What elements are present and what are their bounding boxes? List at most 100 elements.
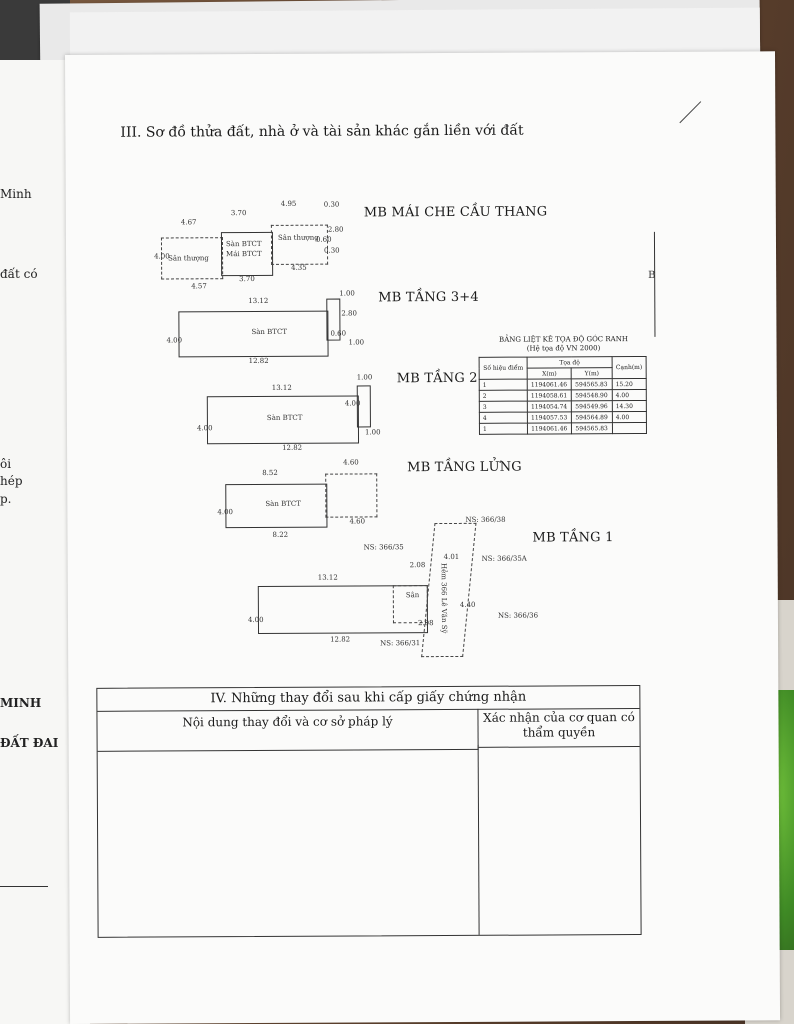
- dim: 4.01: [443, 552, 460, 562]
- neighbor-label: NS: 366/36: [497, 611, 539, 620]
- coord-header: Số hiệu điểm: [479, 357, 528, 380]
- dim: 2.80: [327, 225, 344, 234]
- edge-text-2: đất có: [0, 267, 38, 281]
- cell: 1194061.46: [527, 422, 572, 435]
- dim: 4.35: [291, 263, 307, 272]
- area-label: Sàn BTCT: [251, 327, 288, 337]
- cell: 1194061.46: [527, 378, 572, 391]
- table-row: 2 1194058.61 594548.90 4.00: [479, 389, 647, 402]
- coord-subheader: X(m): [527, 367, 572, 380]
- neighbor-label: NS: 366/35A: [481, 554, 527, 563]
- cell: 594565.83: [571, 422, 613, 434]
- cell: 1194057.53: [527, 411, 572, 424]
- dim: 4.95: [280, 199, 297, 208]
- edge-text-5: p.: [0, 492, 12, 506]
- dim: 1.00: [364, 428, 381, 437]
- coord-header: Cạnh(m): [611, 356, 647, 379]
- area-label: Sàn BTCT: [225, 239, 262, 249]
- dim: 4.00: [217, 508, 234, 517]
- dim: 12.82: [248, 356, 269, 366]
- dim: 3.70: [230, 209, 247, 218]
- area-label: Mái BTCT: [226, 249, 262, 259]
- plan-label-roof: MB MÁI CHE CẦU THANG: [363, 204, 548, 221]
- dim: 4.00: [247, 615, 264, 625]
- pen-mark: [679, 101, 702, 124]
- coord-table: Số hiệu điểm Tọa độ Cạnh(m) X(m) Y(m) 1 …: [479, 356, 647, 435]
- cell: 594549.96: [571, 400, 613, 412]
- cell: 4.00: [612, 411, 647, 423]
- dim: 4.60: [349, 517, 366, 526]
- dim: 8.52: [262, 468, 278, 477]
- table-row: 1 1194061.46 594565.83: [479, 422, 647, 435]
- dim: 8.22: [272, 530, 289, 539]
- area-label: Sân thượng: [168, 254, 209, 263]
- neighbor-label: NS: 366/38: [465, 515, 506, 524]
- neighbor-label: NS: 366/35: [363, 543, 404, 552]
- coord-table-subtitle: (Hệ tọa độ VN 2000): [526, 344, 601, 353]
- certificate-page: III. Sơ đồ thửa đất, nhà ở và tài sản kh…: [65, 51, 781, 1024]
- cell: 15.20: [612, 378, 647, 390]
- cell: [612, 422, 647, 434]
- dim: 13.12: [248, 296, 269, 306]
- dim: 12.82: [330, 635, 351, 644]
- area-label: Sàn BTCT: [266, 413, 303, 422]
- dim: 2.80: [341, 309, 357, 318]
- area-label: Sân thượng: [277, 233, 319, 242]
- cell: 1: [479, 423, 528, 435]
- area-label: Sân: [405, 591, 420, 600]
- dim: 4.67: [180, 218, 197, 227]
- dim: 13.12: [317, 573, 338, 582]
- roof-terrace-right: [270, 224, 329, 265]
- edge-text-7: ĐẤT ĐAI: [0, 736, 59, 750]
- dim: 13.12: [271, 383, 292, 392]
- dim: 2.08: [409, 561, 426, 570]
- cell: 4: [479, 412, 528, 424]
- cell: 1: [479, 379, 528, 391]
- dim: 2.08: [417, 619, 434, 628]
- edge-text-6: MINH: [0, 696, 42, 710]
- plan-label-mezzanine: MB TẦNG LỬNG: [407, 459, 522, 476]
- edge-line: [0, 886, 48, 887]
- cell: 594565.83: [571, 378, 613, 390]
- cell: 594564.89: [571, 411, 613, 423]
- table-row: 3 1194054.74 594549.96 14.30: [479, 400, 647, 413]
- coord-header: Tọa độ: [527, 356, 613, 369]
- cell: 4.00: [612, 389, 647, 401]
- alley-label: Hẻm 366 Lê Văn Sỹ: [439, 563, 449, 634]
- dim: 12.82: [282, 443, 303, 452]
- dim: 0.30: [324, 246, 340, 255]
- cell: 1194054.74: [527, 400, 572, 413]
- north-label: B: [648, 269, 656, 281]
- area-label: Sàn BTCT: [265, 499, 301, 508]
- section3-title: III. Sơ đồ thửa đất, nhà ở và tài sản kh…: [120, 122, 524, 141]
- dim: 3.70: [239, 275, 255, 284]
- dim: 0.30: [323, 200, 340, 209]
- alley-outline: [421, 522, 477, 658]
- north-arrow: [653, 231, 656, 337]
- edge-text-1: Minh: [0, 187, 32, 201]
- plan-label-floor34: MB TẦNG 3+4: [378, 289, 479, 306]
- edge-text-4: hép: [0, 474, 23, 488]
- plan-label-floor1: MB TẦNG 1: [532, 530, 614, 546]
- plan-label-floor2: MB TẦNG 2: [396, 370, 478, 387]
- dim: 4.57: [191, 282, 207, 291]
- dim: 4.00: [344, 399, 361, 408]
- column-divider: [477, 744, 480, 935]
- cell: 2: [479, 390, 528, 402]
- changes-column-header: Nội dung thay đổi và cơ sở pháp lý: [97, 708, 479, 752]
- dim: 0.60: [330, 329, 347, 338]
- edge-text-3: ôi: [0, 457, 12, 471]
- dim: 4.00: [196, 424, 213, 433]
- neighbor-label: NS: 366/31: [380, 639, 421, 648]
- dim: 4.60: [343, 458, 359, 467]
- table-row: 4 1194057.53 594564.89 4.00: [479, 411, 647, 424]
- dim: 1.00: [339, 289, 355, 298]
- table-row: 1 1194061.46 594565.83 15.20: [479, 378, 647, 391]
- cell: 3: [479, 401, 528, 413]
- cell: 594548.90: [571, 389, 613, 401]
- dim: 1.00: [348, 338, 365, 347]
- dim: 4.40: [459, 600, 476, 609]
- coord-subheader: Y(m): [571, 367, 613, 379]
- cell: 14.30: [612, 400, 647, 412]
- coord-table-title: BẢNG LIỆT KÊ TỌA ĐỘ GÓC RANH: [499, 335, 628, 344]
